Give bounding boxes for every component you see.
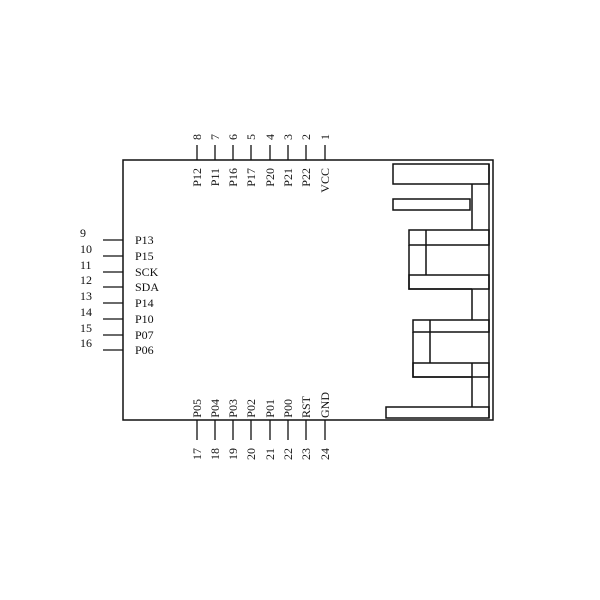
pin-number: 14 (80, 305, 92, 319)
pin-label: P17 (244, 168, 258, 187)
pin-number: 18 (208, 448, 222, 460)
pin-number: 1 (318, 134, 332, 140)
pin-number: 12 (80, 273, 92, 287)
pin-number: 21 (263, 448, 277, 460)
pin-label: RST (299, 396, 313, 419)
pin-label: P15 (135, 249, 154, 263)
pin-label: P05 (190, 399, 204, 418)
pin-number: 3 (281, 134, 295, 140)
pin-number: 13 (80, 289, 92, 303)
pin-label: P04 (208, 399, 222, 418)
pin-number: 11 (80, 258, 92, 272)
pin-number: 6 (226, 134, 240, 140)
pin-number: 4 (263, 134, 277, 140)
pin-label: P14 (135, 296, 154, 310)
pin-number: 8 (190, 134, 204, 140)
pin-number: 23 (299, 448, 313, 460)
pin-label: P01 (263, 399, 277, 418)
pin-number: 15 (80, 321, 92, 335)
pin-number: 17 (190, 448, 204, 460)
pin-number: 7 (208, 134, 222, 140)
pin-number: 20 (244, 448, 258, 460)
pin-number: 19 (226, 448, 240, 460)
module-body (122, 159, 494, 421)
pin-label: P12 (190, 168, 204, 187)
pin-number: 16 (80, 336, 92, 350)
pin-label: P06 (135, 343, 154, 357)
pin-number: 10 (80, 242, 92, 256)
pin-label: P21 (281, 168, 295, 187)
pin-label: P10 (135, 312, 154, 326)
pin-number: 9 (80, 226, 86, 240)
pin-number: 24 (318, 448, 332, 460)
pcb-antenna (385, 163, 490, 419)
pin-label: VCC (318, 168, 332, 193)
pin-label: P13 (135, 233, 154, 247)
pin-label: P16 (226, 168, 240, 187)
pin-number: 5 (244, 134, 258, 140)
pin-label: P20 (263, 168, 277, 187)
pin-label: P02 (244, 399, 258, 418)
pin-label: P22 (299, 168, 313, 187)
pin-label: P00 (281, 399, 295, 418)
pin-label: P11 (208, 168, 222, 187)
pin-number: 2 (299, 134, 313, 140)
pin-label: SDA (135, 280, 160, 294)
pin-label: P07 (135, 328, 154, 342)
pin-label: GND (318, 392, 332, 418)
pin-label: P03 (226, 399, 240, 418)
pin-label: SCK (135, 265, 159, 279)
pin-number: 22 (281, 448, 295, 460)
